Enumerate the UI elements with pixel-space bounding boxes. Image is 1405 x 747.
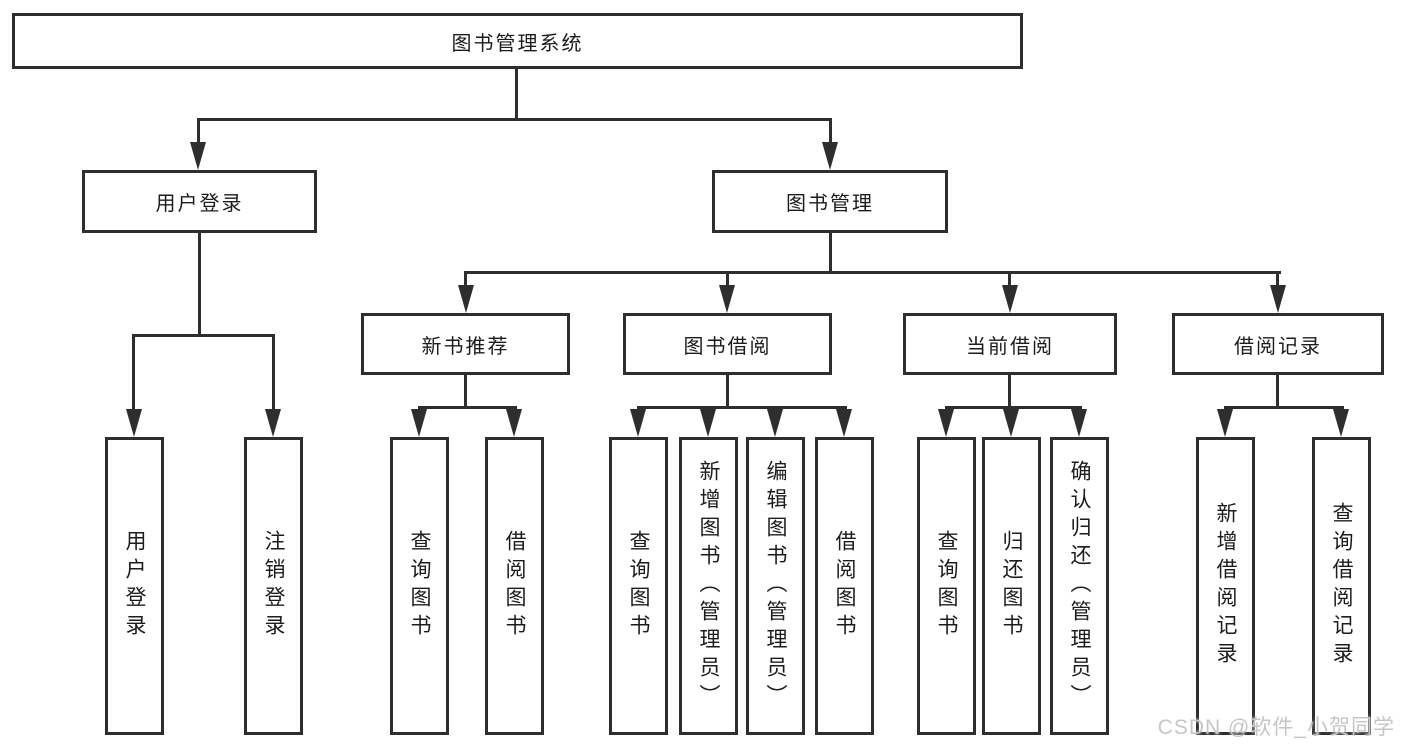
connector-to-book-management <box>829 118 832 145</box>
connector-new-books-bus <box>418 406 517 409</box>
arrowhead-icon <box>767 409 783 437</box>
leaf-user-login-label: 用户登录 <box>123 530 147 642</box>
leaf-newbooks-query-books: 查询图书 <box>390 437 449 735</box>
connector-borrow-records-stem <box>1276 373 1279 409</box>
leaf-records-query-record-label: 查询借阅记录 <box>1330 502 1354 670</box>
leaf-logout: 注销登录 <box>244 437 303 735</box>
arrowhead-icon <box>411 409 427 437</box>
arrowhead-icon <box>190 142 206 170</box>
arrowhead-icon <box>836 409 852 437</box>
leaf-records-query-record: 查询借阅记录 <box>1312 437 1371 735</box>
connector-to-book-borrow <box>726 271 729 287</box>
connector-current-borrow-bus <box>945 406 1082 409</box>
connector-user-login-bus <box>132 334 275 337</box>
leaf-current-confirm-return-admin: 确认归还（管理员） <box>1050 437 1109 735</box>
leaf-newbooks-borrow-books: 借阅图书 <box>485 437 544 735</box>
connector-book-borrow-bus <box>637 406 847 409</box>
arrowhead-icon <box>265 409 281 437</box>
connector-to-new-books <box>464 271 467 287</box>
leaf-current-confirm-return-admin-label: 确认归还（管理员） <box>1068 460 1092 712</box>
leaf-current-return-books: 归还图书 <box>982 437 1041 735</box>
arrowhead-icon <box>700 409 716 437</box>
connector-modules-bus <box>464 271 1281 274</box>
node-current-borrow: 当前借阅 <box>903 313 1117 375</box>
node-borrow-records-label: 借阅记录 <box>1234 335 1322 358</box>
leaf-records-add-record: 新增借阅记录 <box>1196 437 1255 735</box>
leaf-current-query-books-label: 查询图书 <box>935 530 959 642</box>
leaf-borrow-edit-book-admin-label: 编辑图书（管理员） <box>764 460 788 712</box>
connector-to-user-login <box>197 118 200 145</box>
arrowhead-icon <box>822 142 838 170</box>
leaf-borrow-query-books-label: 查询图书 <box>627 530 651 642</box>
node-book-management: 图书管理 <box>712 170 948 233</box>
leaf-newbooks-query-books-label: 查询图书 <box>408 530 432 642</box>
arrowhead-icon <box>1217 409 1233 437</box>
node-book-borrow-label: 图书借阅 <box>683 335 772 358</box>
connector-borrow-records-bus <box>1224 406 1344 409</box>
leaf-records-add-record-label: 新增借阅记录 <box>1214 502 1238 670</box>
arrowhead-icon <box>1003 409 1019 437</box>
connector-to-borrow-records <box>1276 271 1279 287</box>
node-user-login-label: 用户登录 <box>155 193 244 215</box>
leaf-borrow-add-book-admin-label: 新增图书（管理员） <box>697 460 721 712</box>
leaf-borrow-borrow-books-label: 借阅图书 <box>833 530 857 642</box>
arrowhead-icon <box>458 285 474 313</box>
connector-book-borrow-stem <box>726 373 729 409</box>
node-user-login: 用户登录 <box>82 170 317 233</box>
node-book-borrow: 图书借阅 <box>623 313 832 375</box>
leaf-borrow-query-books: 查询图书 <box>609 437 668 735</box>
connector-new-books-stem <box>464 373 467 409</box>
node-current-borrow-label: 当前借阅 <box>966 335 1054 358</box>
connector-to-leaf-logout <box>272 334 275 411</box>
connector-current-borrow-stem <box>1008 373 1011 409</box>
connector-level2-bus <box>197 118 832 121</box>
leaf-newbooks-borrow-books-label: 借阅图书 <box>503 530 527 642</box>
node-library-system-label: 图书管理系统 <box>451 32 584 55</box>
leaf-current-query-books: 查询图书 <box>917 437 976 735</box>
connector-user-login-stem <box>198 231 201 337</box>
node-borrow-records: 借阅记录 <box>1172 313 1384 375</box>
csdn-watermark: CSDN @软件_小贺同学 <box>1157 716 1395 739</box>
arrowhead-icon <box>126 409 142 437</box>
connector-to-current-borrow <box>1008 271 1011 287</box>
arrowhead-icon <box>1333 409 1349 437</box>
node-new-book-recommend: 新书推荐 <box>361 313 570 375</box>
arrowhead-icon <box>719 285 735 313</box>
leaf-borrow-edit-book-admin: 编辑图书（管理员） <box>746 437 805 735</box>
arrowhead-icon <box>938 409 954 437</box>
connector-to-leaf-user-login <box>132 334 135 411</box>
arrowhead-icon <box>630 409 646 437</box>
arrowhead-icon <box>1270 285 1286 313</box>
node-library-system: 图书管理系统 <box>12 13 1023 69</box>
arrowhead-icon <box>1071 409 1087 437</box>
node-new-book-recommend-label: 新书推荐 <box>421 335 510 358</box>
leaf-logout-label: 注销登录 <box>262 530 286 642</box>
leaf-borrow-borrow-books: 借阅图书 <box>815 437 874 735</box>
connector-book-management-stem <box>829 231 832 274</box>
arrowhead-icon <box>506 409 522 437</box>
leaf-current-return-books-label: 归还图书 <box>1000 530 1024 642</box>
arrowhead-icon <box>1002 285 1018 313</box>
leaf-borrow-add-book-admin: 新增图书（管理员） <box>679 437 738 735</box>
connector-root-stem <box>515 67 518 121</box>
leaf-user-login: 用户登录 <box>105 437 164 735</box>
node-book-management-label: 图书管理 <box>786 193 874 215</box>
